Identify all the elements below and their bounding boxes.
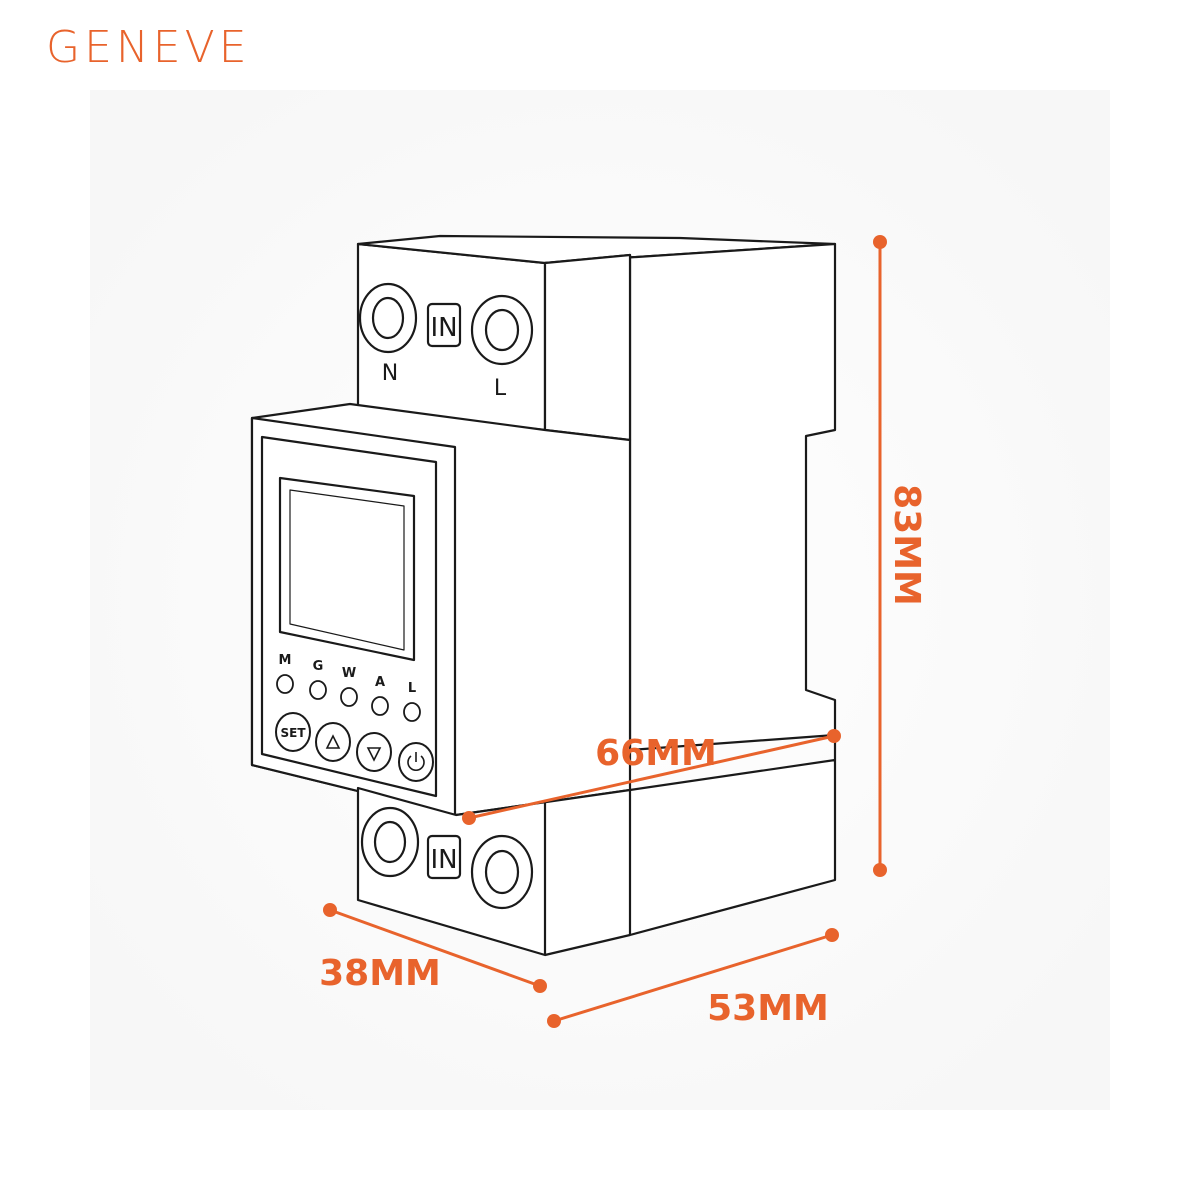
set-button[interactable] — [275, 712, 311, 752]
indicator-label-l: L — [408, 681, 416, 696]
width-side-dimension-line — [553, 933, 833, 1023]
display-screen-inner — [289, 489, 405, 651]
indicator-label-m: M — [279, 653, 292, 668]
button-group — [275, 712, 434, 782]
indicator-led-m — [276, 674, 294, 694]
height-label: 83MM — [886, 484, 927, 606]
brand-logo: GENEVE — [46, 22, 251, 73]
terminal-l-top-hole — [484, 308, 520, 352]
terminal-bottom-right-hole — [484, 849, 520, 895]
width-front-dimension-line-end-dot — [533, 979, 547, 993]
indicator-led-l — [403, 702, 421, 722]
height-dimension-line-start-dot — [873, 235, 887, 249]
height-dimension-line-end-dot — [873, 863, 887, 877]
power-icon — [407, 755, 425, 771]
set-button-label: SET — [280, 726, 306, 740]
device-drawing — [250, 234, 837, 957]
indicator-label-w: W — [342, 666, 356, 681]
width-front-dimension-line — [329, 908, 541, 988]
depth-dimension-line-end-dot — [827, 729, 841, 743]
indicator-led-w — [340, 687, 358, 707]
terminal-bottom-left-hole — [373, 820, 407, 864]
label-l: L — [494, 376, 507, 401]
depth-label: 66MM — [595, 733, 717, 774]
terminal-n-top-hole — [371, 296, 405, 340]
indicator-group: M G W A L — [276, 653, 421, 722]
top-in-badge-box — [426, 302, 462, 348]
top-block-top — [356, 234, 837, 265]
depth-dimension-line — [468, 734, 835, 820]
dimension-lines — [323, 235, 887, 1028]
width-side-dimension-line-start-dot — [547, 1014, 561, 1028]
indicator-label-a: A — [375, 675, 385, 690]
bottom-in-badge: IN — [430, 845, 457, 875]
width-side-dimension-line-end-dot — [825, 928, 839, 942]
top-in-badge: IN — [430, 313, 457, 343]
bottom-in-badge-box — [426, 834, 462, 880]
indicator-led-a — [371, 696, 389, 716]
top-block-side — [543, 253, 632, 442]
bottom-terminals — [360, 806, 534, 910]
down-triangle-icon — [366, 747, 382, 762]
label-n: N — [382, 361, 398, 386]
depth-dimension-line-start-dot — [462, 811, 476, 825]
top-terminals — [358, 282, 534, 366]
width-front-dimension-line-start-dot — [323, 903, 337, 917]
indicator-led-g — [309, 680, 327, 700]
width-front-label: 38MM — [319, 953, 441, 994]
width-side-label: 53MM — [707, 988, 829, 1029]
up-triangle-icon — [325, 734, 341, 749]
indicator-label-g: G — [313, 659, 324, 674]
